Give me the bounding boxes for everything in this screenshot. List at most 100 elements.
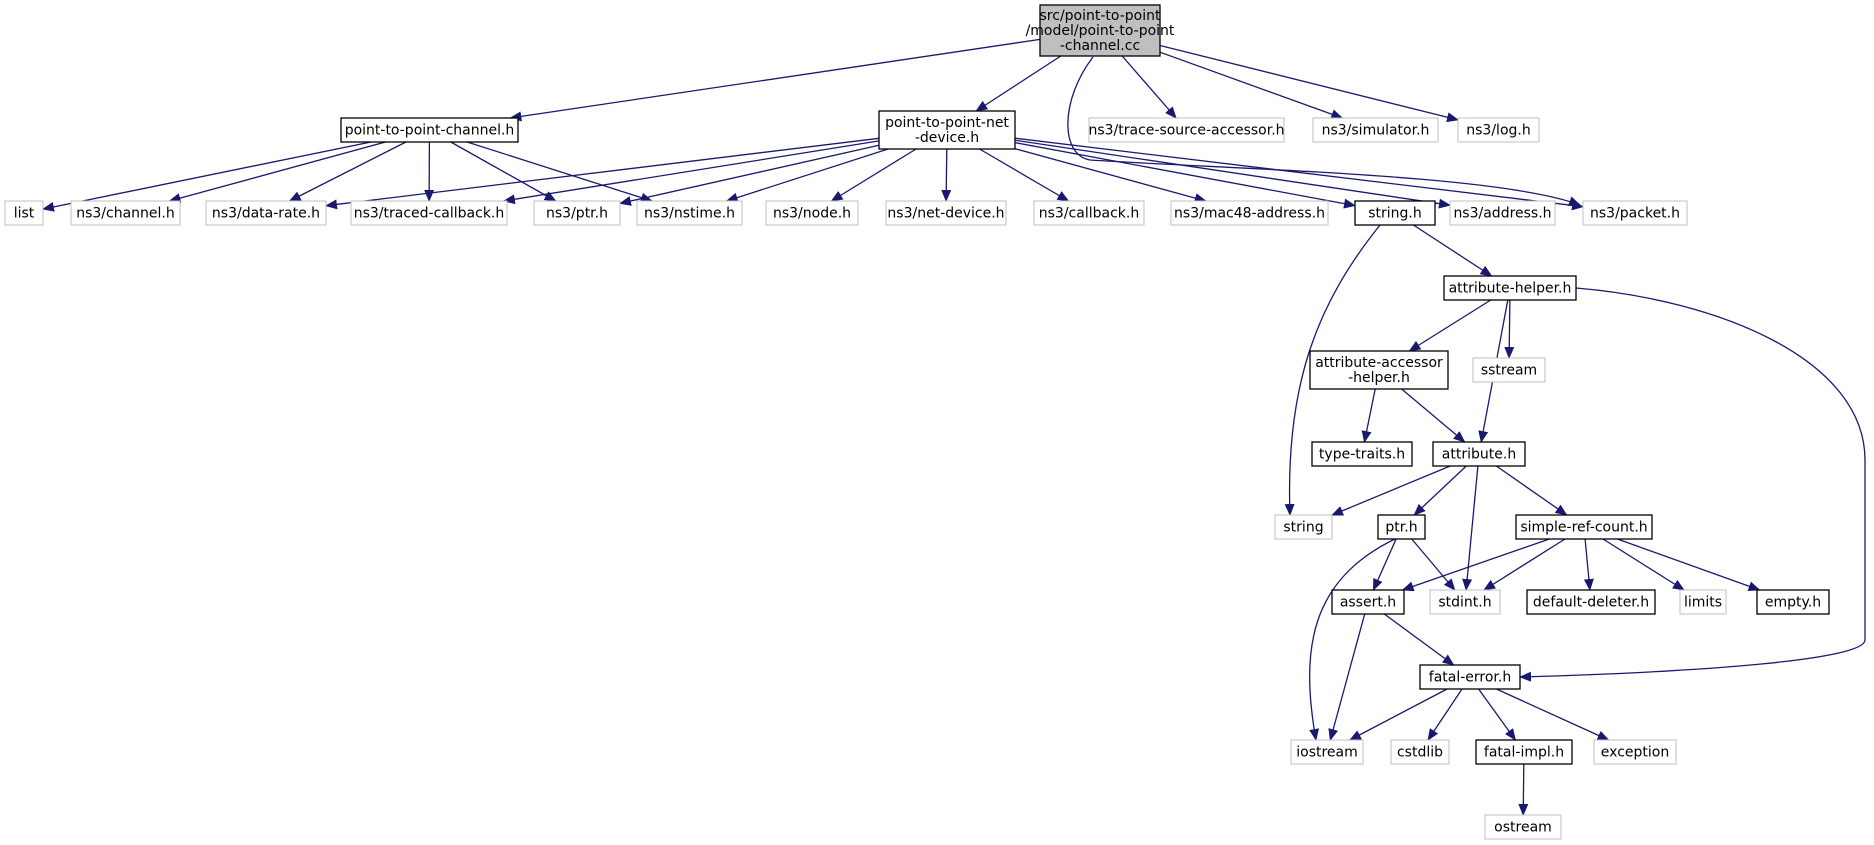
node-attribute-helper[interactable]: attribute-helper.h [1443, 275, 1577, 301]
node-label: point-to-point-net [885, 115, 1009, 131]
edge-attribute-accessor-helper-to-attribute-h [1401, 388, 1466, 443]
node-attribute-accessor-helper[interactable]: attribute-accessor-helper.h [1309, 350, 1449, 390]
node-label: fatal-impl.h [1484, 745, 1564, 761]
node-box [1088, 117, 1285, 143]
edge-root-to-ns3-log [1159, 44, 1459, 123]
node-box [1390, 739, 1450, 765]
node-ns3-log: ns3/log.h [1457, 117, 1540, 143]
edge-ptp-net-device-h-to-ns3-address [1014, 139, 1451, 209]
edge-root-to-ns3-packet [1067, 56, 1581, 206]
node-label: simple-ref-count.h [1520, 520, 1647, 536]
node-label: ns3/callback.h [1039, 206, 1139, 222]
node-label: list [14, 206, 35, 222]
node-label: stdint.h [1438, 595, 1491, 611]
node-box [1331, 589, 1405, 615]
edge-fatal-error-to-iostream [1349, 688, 1448, 741]
edge-fatal-error-to-fatal-impl [1478, 688, 1516, 741]
node-type-traits[interactable]: type-traits.h [1311, 441, 1413, 467]
node-assert-h[interactable]: assert.h [1331, 589, 1405, 615]
edge-attribute-h-to-ptr-h [1413, 465, 1467, 516]
node-default-deleter[interactable]: default-deleter.h [1526, 589, 1656, 615]
node-ns3-net-device: ns3/net-device.h [885, 200, 1007, 226]
node-label: src/point-to-point [1040, 8, 1161, 24]
edges-layer [42, 38, 1866, 816]
node-string-h[interactable]: string.h [1354, 200, 1436, 226]
edge-attribute-h-to-string [1331, 465, 1451, 516]
edge-simple-ref-count-to-limits [1602, 538, 1685, 591]
node-label: limits [1684, 595, 1722, 611]
node-box [350, 200, 508, 226]
node-box [4, 200, 44, 226]
node-box [1756, 589, 1830, 615]
edge-assert-h-to-iostream [1328, 613, 1366, 741]
node-fatal-impl[interactable]: fatal-impl.h [1475, 739, 1573, 765]
node-box [765, 200, 859, 226]
node-ns3-packet: ns3/packet.h [1582, 200, 1688, 226]
edge-ptr-h-to-iostream [1309, 538, 1396, 741]
node-box [1472, 357, 1546, 383]
node-label: ns3/channel.h [76, 206, 175, 222]
node-label: ns3/data-rate.h [212, 206, 320, 222]
node-trace-source-accessor: ns3/trace-source-accessor.h [1088, 117, 1285, 143]
edge-attribute-helper-to-attribute-accessor-helper [1408, 299, 1492, 352]
node-ptp-channel-h[interactable]: point-to-point-channel.h [340, 117, 519, 143]
node-label: ns3/nstime.h [644, 206, 735, 222]
edge-ptp-net-device-h-to-ns3-traced-callback [502, 140, 880, 205]
node-box [1457, 117, 1540, 143]
node-box [1475, 739, 1573, 765]
node-label: string.h [1368, 206, 1422, 222]
edge-ptp-net-device-h-to-ns3-net-device [941, 148, 952, 202]
node-ptp-net-device-h[interactable]: point-to-point-net-device.h [878, 110, 1016, 150]
node-box [1039, 4, 1161, 57]
node-box [1526, 589, 1656, 615]
node-limits: limits [1679, 589, 1727, 615]
node-ns3-traced-callback: ns3/traced-callback.h [350, 200, 508, 226]
node-label: fatal-error.h [1429, 670, 1511, 686]
edge-root-to-ptp-net-device-h [975, 55, 1062, 112]
node-list: list [4, 200, 44, 226]
node-exception: exception [1593, 739, 1677, 765]
node-label: ns3/mac48-address.h [1174, 206, 1325, 222]
edge-string-h-to-attribute-helper [1413, 224, 1493, 277]
node-label: ns3/traced-callback.h [354, 206, 505, 222]
node-label: ostream [1494, 820, 1552, 836]
edge-string-h-to-string [1284, 224, 1381, 516]
node-iostream: iostream [1290, 739, 1364, 765]
node-label: string [1283, 520, 1323, 536]
node-label: ns3/log.h [1466, 123, 1530, 139]
node-box [1429, 589, 1501, 615]
node-label: ns3/node.h [773, 206, 851, 222]
node-label: ptr.h [1385, 520, 1417, 536]
node-ns3-callback: ns3/callback.h [1033, 200, 1145, 226]
edge-attribute-helper-to-fatal-error [1519, 287, 1866, 682]
edge-root-to-ptp-channel-h [509, 38, 1041, 122]
node-ns3-channel: ns3/channel.h [70, 200, 181, 226]
node-box [1274, 514, 1333, 540]
node-ptr-h[interactable]: ptr.h [1377, 514, 1426, 540]
node-fatal-error[interactable]: fatal-error.h [1419, 664, 1521, 690]
edge-ptp-net-device-h-to-ns3-data-rate [325, 137, 880, 210]
node-attribute-h[interactable]: attribute.h [1432, 441, 1526, 467]
node-box [1449, 200, 1556, 226]
node-label: -helper.h [1348, 370, 1410, 386]
node-string: string [1274, 514, 1333, 540]
node-label: assert.h [1340, 595, 1396, 611]
node-box [1679, 589, 1727, 615]
node-box [533, 200, 621, 226]
node-box [1432, 441, 1526, 467]
node-label: sstream [1481, 363, 1537, 379]
node-ns3-node: ns3/node.h [765, 200, 859, 226]
node-simple-ref-count[interactable]: simple-ref-count.h [1515, 514, 1653, 540]
node-label: attribute.h [1442, 447, 1516, 463]
edge-ptp-net-device-h-to-ns3-callback [979, 148, 1070, 202]
edge-attribute-h-to-stdint-h [1462, 465, 1479, 591]
node-box [1033, 200, 1145, 226]
edge-ptp-net-device-h-to-ns3-ptr [619, 144, 880, 206]
node-label: -channel.cc [1060, 38, 1140, 54]
node-label: ns3/ptr.h [546, 206, 608, 222]
node-empty-h[interactable]: empty.h [1756, 589, 1830, 615]
node-box [70, 200, 181, 226]
node-ns3-mac48: ns3/mac48-address.h [1170, 200, 1329, 226]
edge-ptr-h-to-assert-h [1372, 538, 1397, 591]
